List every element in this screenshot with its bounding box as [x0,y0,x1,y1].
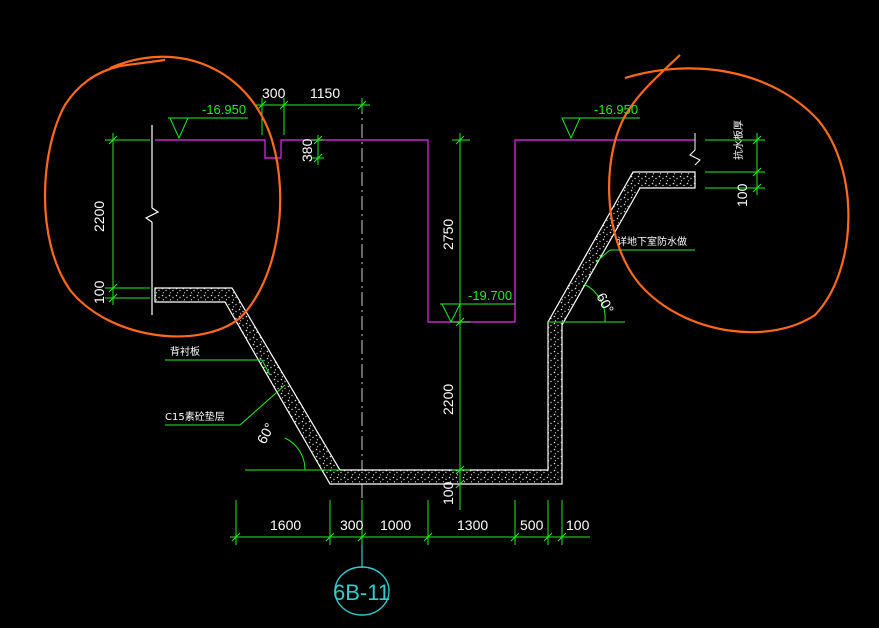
dimension-texts: 300 1150 380 2200 100 2750 2200 100 100 … [91,85,750,533]
left-wall-line [144,125,160,315]
dim-380-notch: 380 [299,138,315,162]
section-tag: 6B-11 [333,545,390,616]
level-markers [168,117,640,324]
dim-100-left: 100 [91,280,107,304]
dim-1300-bottom: 1300 [457,517,488,533]
dim-2750-center: 2750 [440,219,456,250]
right-break-line [689,133,701,166]
dim-2200-left: 2200 [91,201,107,232]
note-left-concrete: C15素砼垫层 [165,410,225,423]
dim-300-bottom: 300 [340,517,364,533]
dim-100-right: 100 [734,183,750,207]
dim-1000-bottom: 1000 [380,517,411,533]
note-left-layer: 背衬板 [170,345,200,358]
concrete-cushion-layer [154,171,696,485]
dimension-lines [105,98,765,545]
dim-1150-top: 1150 [310,85,340,101]
dim-500-bottom: 500 [520,517,544,533]
angle-left: 60° [254,420,278,446]
dim-100-bottom: 100 [566,517,590,533]
dim-1600-bottom: 1600 [270,517,301,533]
dim-2200-center: 2200 [440,384,456,415]
note-right-top: 抗水板厚 [732,120,745,160]
level-right-top: -16.950 [594,102,638,117]
dim-300-top: 300 [262,85,286,101]
level-texts: -16.950 -16.950 -19.700 [202,102,638,303]
note-right-layer: 详地下室防水做 [617,235,687,248]
section-tag-label: 6B-11 [333,580,390,605]
dim-100-center: 100 [440,481,456,505]
annotation-circles [43,54,850,338]
level-pit-bottom: -19.700 [468,288,512,303]
level-left-top: -16.950 [202,102,246,117]
pit-outline [155,139,695,323]
note-texts: 背衬板 C15素砼垫层 详地下室防水做 抗水板厚 [165,120,745,423]
